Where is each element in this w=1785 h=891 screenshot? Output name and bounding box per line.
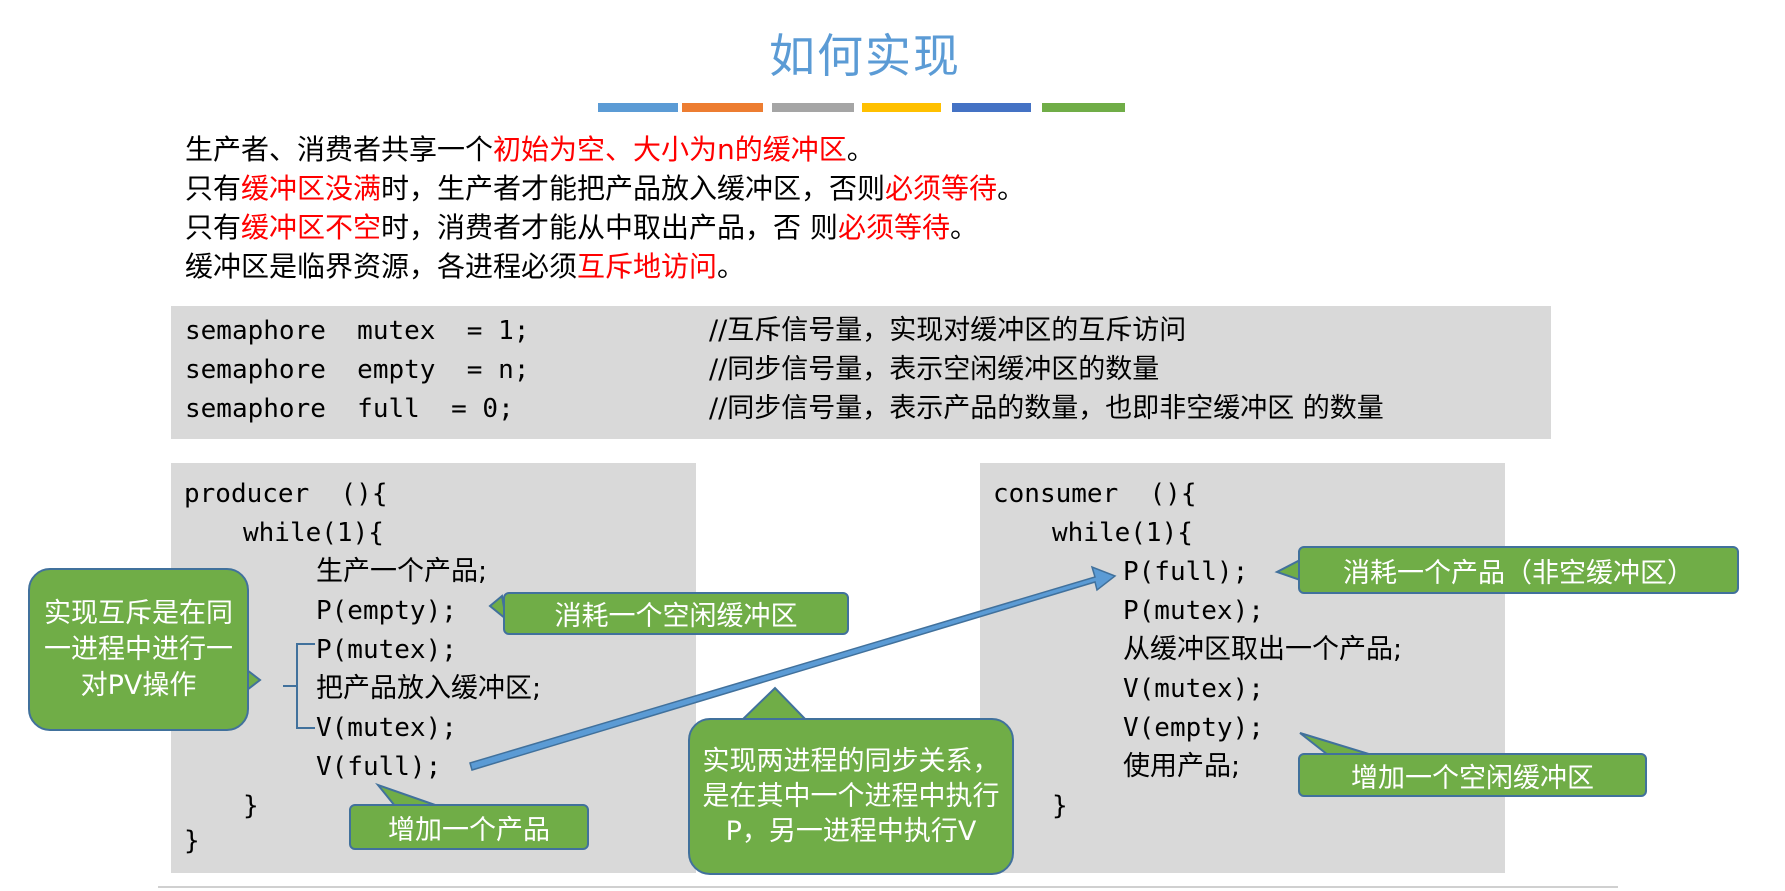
consumer-use: 使用产品; <box>1123 751 1241 782</box>
producer-while-close: } <box>243 791 259 821</box>
callout-add-empty: 增加一个空闲缓冲区 <box>1298 753 1647 797</box>
callout-add-empty-text: 增加一个空闲缓冲区 <box>1351 762 1594 794</box>
semaphore-mutex-code: semaphore mutex = 1; <box>185 316 530 346</box>
producer-v-mutex: V(mutex); <box>316 713 457 743</box>
mutex-bracket <box>283 643 315 729</box>
color-bar-segment <box>862 103 941 112</box>
color-bar-segment <box>682 103 763 112</box>
color-bar-segment <box>952 103 1031 112</box>
add-empty-tail <box>1299 732 1373 756</box>
semaphore-empty-comment: //同步信号量，表示空闲缓冲区的数量 <box>709 354 1160 385</box>
callout-mutex-pair: 实现互斥是在同一进程中进行一对PV操作 <box>28 568 249 731</box>
consumer-v-empty: V(empty); <box>1123 713 1264 743</box>
body-text: 生产者、消费者共享一个 <box>185 133 494 166</box>
body-text: 。 <box>717 250 746 283</box>
highlight-text: 初始为空、大小为n的缓冲区 <box>493 133 847 166</box>
semaphore-full-comment: //同步信号量，表示产品的数量，也即非空缓冲区 的数量 <box>709 393 1384 424</box>
producer-while: while(1){ <box>243 518 384 548</box>
slide-bottom-divider <box>158 886 1618 888</box>
callout-consume-empty: 消耗一个空闲缓冲区 <box>503 592 849 635</box>
add-product-tail <box>375 782 439 807</box>
slide-title: 如何实现 <box>769 29 961 83</box>
producer-close: } <box>184 826 200 856</box>
producer-produce: 生产一个产品; <box>316 556 488 587</box>
callout-add-product-text: 增加一个产品 <box>388 814 550 846</box>
consumer-p-mutex: P(mutex); <box>1123 596 1264 626</box>
sync-tail <box>737 686 811 723</box>
highlight-text: 缓冲区没满 <box>241 172 382 205</box>
callout-consume-product: 消耗一个产品（非空缓冲区） <box>1298 546 1739 594</box>
intro-line-3: 只有缓冲区不空时，消费者才能从中取出产品，否 则必须等待。 <box>185 208 1025 247</box>
consumer-header: consumer (){ <box>993 479 1197 509</box>
consume-product-tail <box>1274 558 1301 582</box>
body-text: 时，消费者才能从中取出产品，否 则 <box>381 211 838 244</box>
callout-consume-product-text: 消耗一个产品（非空缓冲区） <box>1343 557 1694 589</box>
callout-add-product: 增加一个产品 <box>349 804 589 850</box>
consumer-code-block: consumer (){ while(1){ P(full); P(mutex)… <box>980 463 1505 873</box>
callout-sync-text: 实现两进程的同步关系，是在其中一个进程中执行P，另一进程中执行V <box>702 746 1000 847</box>
highlight-text: 缓冲区不空 <box>241 211 382 244</box>
producer-p-empty: P(empty); <box>316 596 457 626</box>
body-text: 。 <box>949 211 978 244</box>
intro-text: 生产者、消费者共享一个初始为空、大小为n的缓冲区。 只有缓冲区没满时，生产者才能… <box>185 130 1025 286</box>
semaphore-empty-code: semaphore empty = n; <box>185 355 530 385</box>
highlight-text: 必须等待 <box>885 172 998 205</box>
consumer-p-full: P(full); <box>1123 557 1249 587</box>
body-text: 只有 <box>185 172 242 205</box>
semaphore-mutex-comment: //互斥信号量，实现对缓冲区的互斥访问 <box>709 315 1187 346</box>
consumer-v-mutex: V(mutex); <box>1123 674 1264 704</box>
body-text: 只有 <box>185 211 242 244</box>
intro-line-1: 生产者、消费者共享一个初始为空、大小为n的缓冲区。 <box>185 130 1025 169</box>
consumer-while-close: } <box>1052 791 1068 821</box>
producer-put: 把产品放入缓冲区; <box>316 673 542 704</box>
body-text: 时，生产者才能把产品放入缓冲区，否则 <box>381 172 886 205</box>
producer-code-block: producer (){ while(1){ 生产一个产品; P(empty);… <box>171 463 696 873</box>
intro-line-2: 只有缓冲区没满时，生产者才能把产品放入缓冲区，否则必须等待。 <box>185 169 1025 208</box>
callout-mutex-pair-text: 实现互斥是在同一进程中进行一对PV操作 <box>44 597 233 701</box>
semaphore-full-code: semaphore full = 0; <box>185 394 514 424</box>
intro-line-4: 缓冲区是临界资源，各进程必须互斥地访问。 <box>185 247 1025 286</box>
body-text: 。 <box>997 172 1026 205</box>
callout-sync: 实现两进程的同步关系，是在其中一个进程中执行P，另一进程中执行V <box>688 718 1014 875</box>
color-bar-segment <box>772 103 854 112</box>
consumer-while: while(1){ <box>1052 518 1193 548</box>
highlight-text: 互斥地访问 <box>577 250 718 283</box>
highlight-text: 必须等待 <box>837 211 950 244</box>
producer-v-full: V(full); <box>316 752 442 782</box>
color-bar-segment <box>598 103 678 112</box>
body-text: 。 <box>846 133 875 166</box>
producer-p-mutex: P(mutex); <box>316 635 457 665</box>
sync-arrow <box>469 565 1117 771</box>
color-bar-segment <box>1042 103 1125 112</box>
callout-consume-empty-text: 消耗一个空闲缓冲区 <box>554 601 798 632</box>
producer-header: producer (){ <box>184 479 388 509</box>
body-text: 缓冲区是临界资源，各进程必须 <box>185 250 578 283</box>
semaphore-declarations: semaphore mutex = 1; //互斥信号量，实现对缓冲区的互斥访问… <box>171 306 1551 439</box>
consumer-take: 从缓冲区取出一个产品; <box>1123 634 1403 665</box>
